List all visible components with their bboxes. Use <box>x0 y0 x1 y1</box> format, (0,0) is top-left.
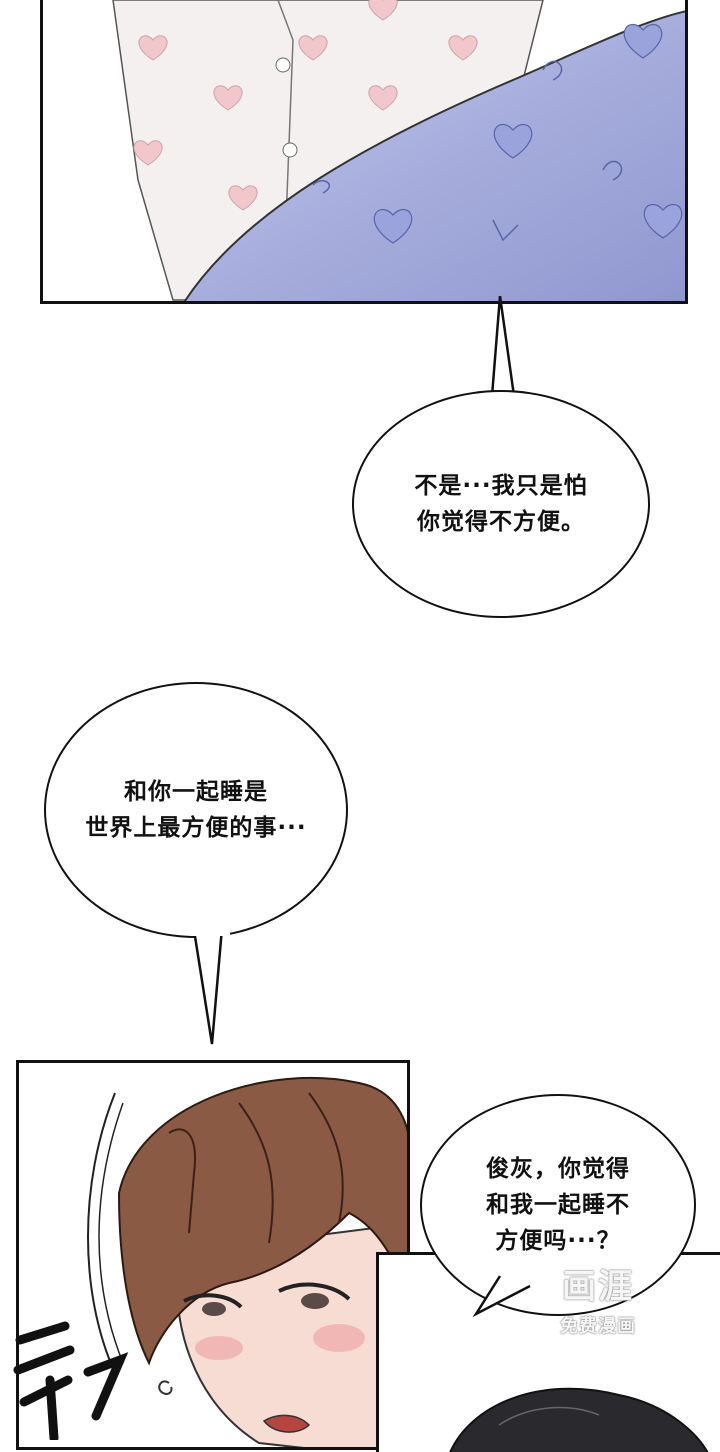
bottom-panel-character <box>16 1060 410 1450</box>
watermark-logo: 画涯 <box>562 1267 634 1307</box>
top-panel <box>40 0 688 304</box>
speech-bubble-2: 和你一起睡是 世界上最方便的事··· <box>44 682 348 938</box>
watermark: 画涯 免费漫画 <box>536 1262 660 1358</box>
watermark-subtitle: 免费漫画 <box>560 1316 636 1337</box>
speech-tail-2 <box>190 924 230 1045</box>
speech-text-2: 和你一起睡是 世界上最方便的事··· <box>85 779 307 841</box>
speech-bubble-1: 不是···我只是怕 你觉得不方便。 <box>352 390 650 618</box>
second-character-hair <box>449 1387 709 1452</box>
pajama-blanket-illustration <box>43 0 685 301</box>
character-illustration <box>19 1063 407 1447</box>
sound-effect-strokes <box>13 1321 129 1440</box>
speech-bubble-3: 俊灰，你觉得 和我一起睡不 方便吗···？ <box>420 1094 696 1316</box>
speech-text-3: 俊灰，你觉得 和我一起睡不 方便吗···？ <box>486 1156 630 1254</box>
speech-text-1: 不是···我只是怕 你觉得不方便。 <box>414 473 588 535</box>
speech-tail-3 <box>472 1275 531 1318</box>
